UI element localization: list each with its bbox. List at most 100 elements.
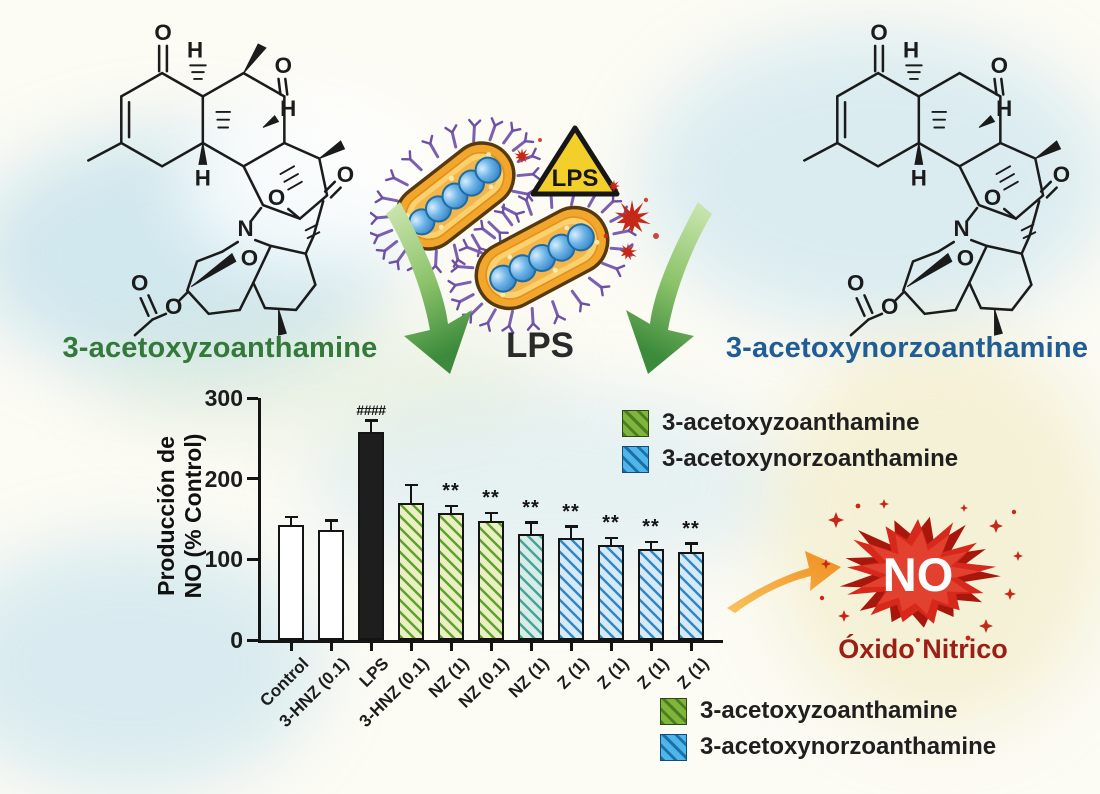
error-bar: [409, 485, 413, 505]
error-bar-cap: [524, 521, 538, 525]
bar-z-1-: [598, 544, 624, 640]
significance-marker: **: [442, 480, 460, 503]
atom-label: H: [280, 96, 296, 121]
atom-label: O: [870, 20, 887, 45]
atom-label: O: [131, 271, 148, 296]
bar-nz-1-: [518, 533, 544, 640]
error-bar: [569, 527, 573, 540]
molecule-left-structure: O H O H H O O: [32, 6, 362, 346]
legend-swatch-blue: [622, 445, 649, 473]
x-axis-tick: [289, 643, 293, 651]
significance-marker: **: [522, 497, 540, 520]
x-axis-tick: [689, 643, 693, 651]
atom-label: O: [984, 185, 1001, 210]
down-arrow-right: [626, 202, 712, 374]
burst-star: [819, 499, 1023, 642]
bacterium-dna-chain: [408, 156, 502, 236]
burst-label: NO: [883, 548, 954, 601]
y-axis-tick-label: 0: [230, 627, 243, 653]
y-axis-tick: [247, 396, 258, 400]
atom-label: O: [881, 294, 898, 319]
bar-z-1-: [678, 552, 704, 640]
legend-swatch-green: [622, 409, 649, 437]
atom-label: O: [165, 294, 182, 319]
error-bar: [649, 542, 653, 551]
lps-caption: LPS: [505, 326, 575, 365]
y-axis-tick-label: 300: [204, 385, 243, 411]
molecule-right-structure: O H O H H O O: [748, 6, 1078, 346]
atom-label: O: [241, 245, 258, 270]
error-bar-cap: [324, 519, 338, 522]
x-axis-tick: [529, 643, 533, 651]
atom-label: H: [903, 38, 919, 63]
atom-label: O: [957, 245, 974, 270]
x-axis-tick: [369, 643, 373, 651]
bacterium-pili: [370, 117, 541, 275]
y-axis-tick: [247, 557, 258, 561]
error-bar-cap: [444, 504, 458, 508]
bacteria-illustration: LPS: [370, 117, 659, 335]
molecule-left-name: 3-acetoxyzoanthamine: [62, 332, 378, 364]
legend-item-norzoanthamine: 3-acetoxynorzoanthamine: [660, 733, 996, 761]
legend-swatch-blue: [660, 733, 687, 761]
error-bar-cap: [644, 540, 658, 544]
error-bar: [369, 420, 373, 434]
x-axis-tick: [489, 643, 493, 651]
legend-swatch-green: [660, 697, 687, 725]
atom-label: H: [911, 166, 927, 191]
y-axis-tick-label: 200: [204, 465, 243, 492]
significance-marker: ####: [356, 401, 386, 418]
atom-label: O: [1053, 162, 1070, 187]
x-axis-tick: [609, 643, 613, 651]
atom-label: O: [991, 53, 1008, 78]
legend-label: 3-acetoxynorzoanthamine: [662, 445, 959, 472]
bar-z-1-: [558, 537, 584, 640]
error-bar-cap: [564, 525, 578, 529]
x-axis-tick: [329, 643, 333, 651]
error-bar: [489, 513, 493, 524]
error-bar: [609, 538, 613, 547]
bar-z-1-: [638, 548, 664, 640]
hazard-label: LPS: [552, 165, 599, 192]
legend-label: 3-acetoxynorzoanthamine: [700, 733, 997, 760]
x-axis-tick: [569, 643, 573, 651]
no-burst: NO: [819, 499, 1023, 642]
y-axis-tick: [247, 477, 258, 481]
significance-marker: **: [682, 518, 700, 541]
atom-label: H: [996, 96, 1012, 121]
atom-label: O: [847, 271, 864, 296]
significance-marker: **: [562, 501, 580, 524]
bar-3-hnz-0-1-: [318, 529, 344, 640]
x-axis-tick: [449, 643, 453, 651]
atom-label: N: [237, 216, 253, 241]
top-methyl-wedge: [243, 43, 267, 74]
significance-marker: **: [602, 512, 620, 535]
bar-nz-0-1-: [478, 521, 504, 640]
error-bar-cap: [684, 542, 698, 546]
error-bar-cap: [484, 511, 498, 515]
bar-nz-1-: [438, 512, 464, 640]
error-bar: [289, 517, 293, 528]
legend-label: 3-acetoxyzoanthamine: [662, 409, 920, 436]
error-bar: [449, 506, 453, 515]
atom-label: O: [154, 20, 171, 45]
bacterium: [370, 117, 541, 275]
error-bar-cap: [604, 536, 618, 540]
error-bar-cap: [364, 419, 378, 422]
output-caption: Óxido Nitrico: [838, 634, 1008, 664]
error-bar: [689, 544, 693, 555]
atom-label: O: [275, 53, 292, 78]
down-arrow-left: [386, 202, 472, 374]
error-bar: [529, 523, 533, 536]
error-bar-cap: [284, 515, 298, 519]
atom-label: O: [337, 162, 354, 187]
significance-marker: **: [642, 516, 660, 539]
result-arrow: [727, 551, 841, 613]
atom-label: O: [268, 185, 285, 210]
significance-marker: **: [482, 487, 500, 510]
bar-lps: [358, 431, 384, 640]
bar-control: [278, 525, 304, 640]
error-bar: [329, 520, 333, 532]
legend-item-zoanthamine: 3-acetoxyzoanthamine: [660, 697, 957, 725]
